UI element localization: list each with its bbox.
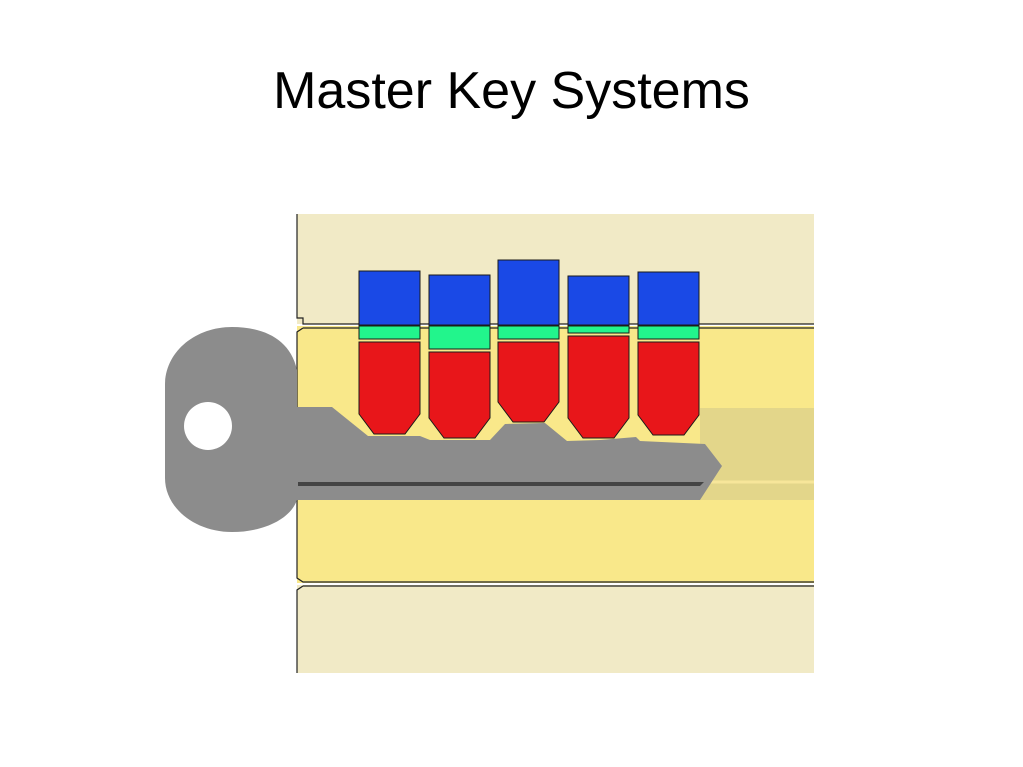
key-pin [637,341,700,436]
key-pin [428,351,491,439]
driver-pin [637,271,700,326]
key-pin [567,335,630,439]
master-pin [497,325,560,340]
housing-lower [297,585,814,673]
master-pin [428,325,491,350]
pin-stack-5 [637,271,700,436]
driver-pin [428,274,491,326]
key-body [165,327,722,532]
pin-stack-2 [428,274,491,439]
slide-title: Master Key Systems [273,62,750,120]
key-groove [298,482,704,486]
master-pin [637,325,700,340]
key-bow-hole [184,402,232,450]
driver-pin [358,270,421,326]
key-pin [497,341,560,423]
pin-stack-1 [358,270,421,435]
key [165,327,722,532]
driver-pin [567,275,630,326]
pin-stack-4 [567,275,630,439]
key-pin [358,341,421,435]
master-pin [567,325,630,334]
pin-stack-3 [497,259,560,423]
master-pin [358,325,421,340]
driver-pin [497,259,560,326]
keyway-shadow [700,408,814,500]
